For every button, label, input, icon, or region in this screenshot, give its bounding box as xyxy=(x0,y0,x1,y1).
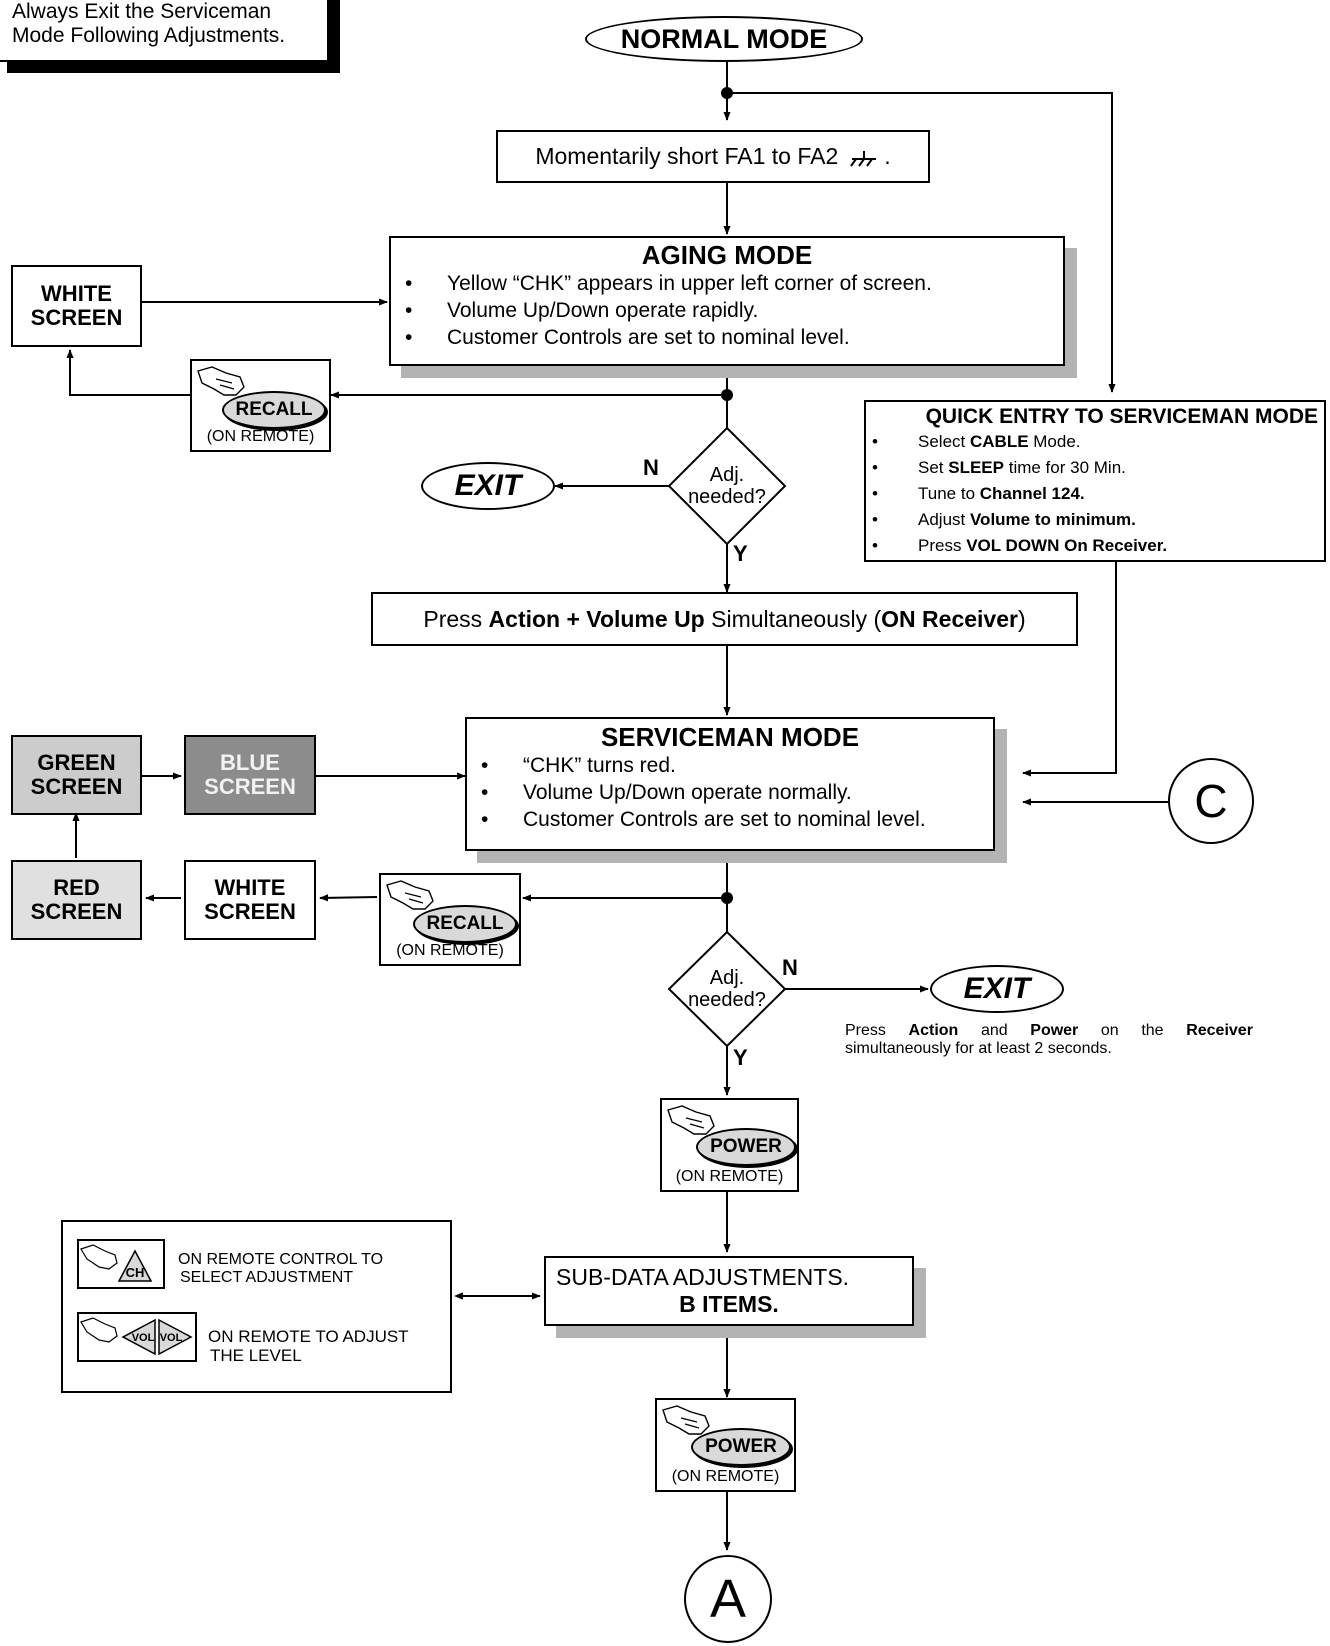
serviceman-bullet: Customer Controls are set to nominal lev… xyxy=(467,806,993,833)
quick-entry-title: QUICK ENTRY TO SERVICEMAN MODE xyxy=(925,405,1318,428)
svg-text:VOL: VOL xyxy=(132,1332,155,1344)
screen-label: SCREEN xyxy=(30,305,123,330)
ch-key-icon: CH xyxy=(77,1239,165,1289)
serviceman-bullet: “CHK” turns red. xyxy=(467,752,993,779)
svg-text:CH: CH xyxy=(126,1265,145,1280)
pointing-hand-icon xyxy=(386,880,434,910)
pointing-hand-icon xyxy=(662,1405,710,1435)
aging-mode-title: AGING MODE xyxy=(641,240,813,270)
quick-entry-item: Tune to Channel 124. xyxy=(866,481,1324,507)
decision-adj-needed-2: Adj. needed? xyxy=(688,967,766,1011)
note-line-1: Always Exit the Serviceman xyxy=(12,0,272,23)
svg-text:VOL: VOL xyxy=(160,1332,183,1344)
on-remote-label: (ON REMOTE) xyxy=(671,1468,780,1485)
recall-button: RECALL xyxy=(222,391,326,429)
serviceman-bullet: Volume Up/Down operate normally. xyxy=(467,779,993,806)
decision-adj-needed: Adj. needed? xyxy=(669,450,785,522)
short-step-box: Momentarily short FA1 to FA2 . xyxy=(496,130,930,183)
quick-entry-box: QUICK ENTRY TO SERVICEMAN MODE Select CA… xyxy=(864,400,1326,562)
recall-remote-box: RECALL (ON REMOTE) xyxy=(190,359,331,452)
subdata-box: SUB-DATA ADJUSTMENTS. B ITEMS. xyxy=(544,1256,914,1326)
yes-label-2: Y xyxy=(733,1045,748,1070)
quick-entry-item: Adjust Volume to minimum. xyxy=(866,507,1324,533)
yes-label: Y xyxy=(733,541,748,566)
normal-mode-terminator: NORMAL MODE xyxy=(585,16,863,62)
subdata-line-1: SUB-DATA ADJUSTMENTS. xyxy=(556,1264,850,1290)
exit-terminator: EXIT xyxy=(421,462,555,510)
aging-mode-box: AGING MODE Yellow “CHK” appears in upper… xyxy=(389,236,1065,366)
on-remote-label: (ON REMOTE) xyxy=(675,1168,784,1185)
recall-remote-box-bottom: RECALL (ON REMOTE) xyxy=(379,873,521,966)
vol-keys-icon: VOL VOL xyxy=(77,1312,197,1362)
normal-mode-label: NORMAL MODE xyxy=(620,23,828,54)
ground-symbol-icon xyxy=(850,150,877,167)
recall-button: RECALL xyxy=(413,905,517,943)
connector-a: A xyxy=(684,1555,772,1643)
legend-box: CH ON REMOTE CONTROL TO SELECT ADJUSTMEN… xyxy=(61,1220,452,1393)
serviceman-mode-box: SERVICEMAN MODE “CHK” turns red. Volume … xyxy=(465,717,995,851)
power-button: POWER xyxy=(691,1428,791,1466)
power-button: POWER xyxy=(696,1128,796,1166)
press-step-box: Press Action + Volume Up Simultaneously … xyxy=(371,592,1078,646)
connector-c: C xyxy=(1168,758,1254,844)
legend-vol-text: ON REMOTE TO ADJUST THE LEVEL xyxy=(208,1327,409,1365)
exit-terminator-2: EXIT xyxy=(930,965,1064,1013)
subdata-line-2: B ITEMS. xyxy=(679,1291,779,1317)
no-label: N xyxy=(643,455,659,480)
aging-bullet: Customer Controls are set to nominal lev… xyxy=(391,324,1063,351)
on-remote-label: (ON REMOTE) xyxy=(206,428,315,445)
aging-bullet: Yellow “CHK” appears in upper left corne… xyxy=(391,270,1063,297)
no-label-2: N xyxy=(782,955,798,980)
aging-bullet: Volume Up/Down operate rapidly. xyxy=(391,297,1063,324)
note-line-2: Mode Following Adjustments. xyxy=(12,24,286,47)
decision-text: Adj. xyxy=(709,464,745,486)
pointing-hand-icon xyxy=(667,1105,715,1135)
serviceman-mode-title: SERVICEMAN MODE xyxy=(600,722,860,752)
power-remote-box: POWER (ON REMOTE) xyxy=(660,1098,799,1192)
screen-label: WHITE xyxy=(41,281,112,306)
quick-entry-item: Press VOL DOWN On Receiver. xyxy=(866,533,1324,559)
decision-text: needed? xyxy=(688,486,766,508)
short-step-text: Momentarily short FA1 to FA2 xyxy=(535,143,839,169)
short-step-suffix: . xyxy=(884,143,891,169)
legend-ch-text: ON REMOTE CONTROL TO SELECT ADJUSTMENT xyxy=(178,1251,384,1286)
pointing-hand-icon xyxy=(197,366,245,396)
on-remote-label: (ON REMOTE) xyxy=(396,942,504,959)
exit-label: EXIT xyxy=(454,469,522,502)
power-remote-box-2: POWER (ON REMOTE) xyxy=(655,1398,796,1492)
quick-entry-item: Set SLEEP time for 30 Min. xyxy=(866,455,1324,481)
note-box: Always Exit the Serviceman Mode Followin… xyxy=(0,0,329,62)
quick-entry-item: Select CABLE Mode. xyxy=(866,429,1324,455)
